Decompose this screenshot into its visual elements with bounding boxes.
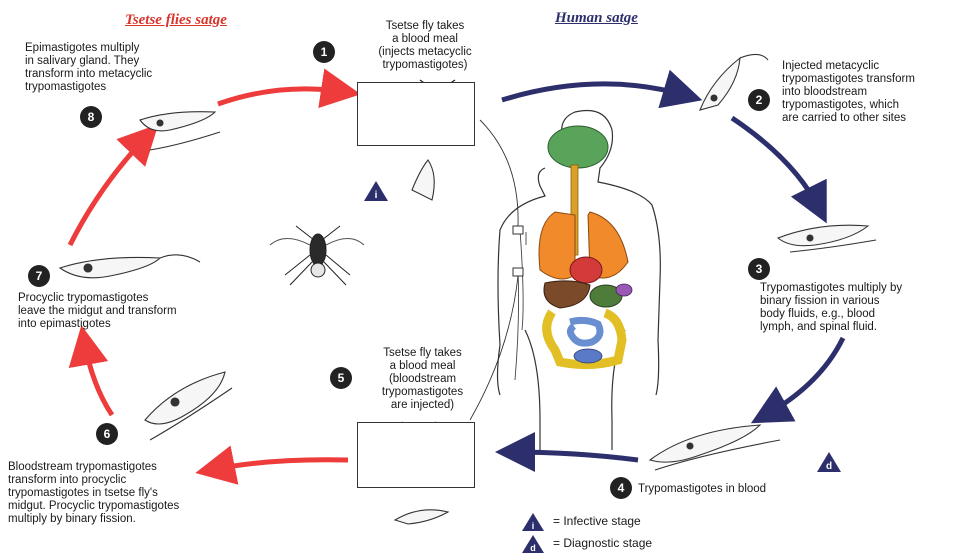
step-7-badge: 7 — [28, 265, 50, 287]
parasite-in-blood-4 — [650, 425, 780, 470]
connector-box1-body — [480, 120, 518, 226]
step-4-badge: 4 — [610, 477, 632, 499]
arrow-human-2-3 — [732, 118, 820, 210]
small-intestine — [570, 320, 600, 343]
brain-organ — [548, 126, 608, 168]
parasite-bloodstream-6 — [145, 372, 232, 440]
arrow-human-4-5 — [510, 452, 638, 460]
tsetse-stage-header: Tsetse flies satge — [125, 12, 227, 29]
human-stage-header: Human satge — [555, 10, 638, 27]
legend-infective-icon: i — [521, 512, 545, 532]
step-5-badge: 5 — [330, 367, 352, 389]
step-5-text: Tsetse fly takes a blood meal (bloodstre… — [360, 347, 485, 412]
legend-infective-letter: i — [532, 521, 535, 531]
legend-diagnostic-icon: d — [521, 534, 545, 554]
parasite-epimastigotes-8 — [140, 112, 220, 150]
infective-stage-mark: i — [363, 180, 389, 202]
step-2-badge: 2 — [748, 89, 770, 111]
legend-diagnostic-label: = Diagnostic stage — [553, 536, 652, 550]
step-1-text: Tsetse fly takes a blood meal (injects m… — [355, 20, 495, 72]
blood-meal-box-5 — [357, 422, 475, 488]
arrow-tsetse-8-1 — [218, 89, 346, 104]
step-1-badge: 1 — [313, 41, 335, 63]
step-4-text: Trypomastigotes in blood — [638, 483, 858, 496]
bladder-organ — [574, 349, 602, 363]
step-8-text: Epimastigotes multiply in salivary gland… — [25, 42, 200, 94]
step-3-badge: 3 — [748, 258, 770, 280]
legend-infective-label: = Infective stage — [553, 514, 641, 528]
spleen-organ — [616, 284, 632, 296]
arrow-human-3-4 — [764, 338, 843, 416]
parasite-multiplying-3 — [778, 225, 876, 252]
parasite-procyclic-7 — [60, 255, 200, 278]
heart-organ — [570, 257, 602, 283]
arrow-tsetse-6-7 — [84, 340, 112, 415]
diagnostic-mark-letter: d — [826, 461, 832, 472]
lymph-node-marker-lower — [513, 268, 523, 276]
lymph-node-marker-upper — [513, 226, 523, 234]
diagnostic-stage-mark: d — [816, 451, 842, 473]
blood-vessel-lines — [515, 230, 526, 380]
step-2-text: Injected metacyclic trypomastigotes tran… — [782, 60, 967, 125]
liver-organ — [544, 281, 590, 308]
infective-mark-letter: i — [375, 190, 378, 201]
step-6-badge: 6 — [96, 423, 118, 445]
arrow-tsetse-7-8 — [70, 135, 148, 245]
blood-meal-box-1 — [357, 82, 475, 146]
arrow-human-1-2 — [502, 84, 688, 100]
tsetse-fly-illustration — [270, 226, 364, 285]
legend-diagnostic-letter: d — [530, 543, 536, 553]
step-7-text: Procyclic trypomastigotes leave the midg… — [18, 292, 253, 331]
step-3-text: Trypomastigotes multiply by binary fissi… — [760, 282, 965, 334]
step-6-text: Bloodstream trypomastigotes transform in… — [8, 461, 258, 526]
step-8-badge: 8 — [80, 106, 102, 128]
